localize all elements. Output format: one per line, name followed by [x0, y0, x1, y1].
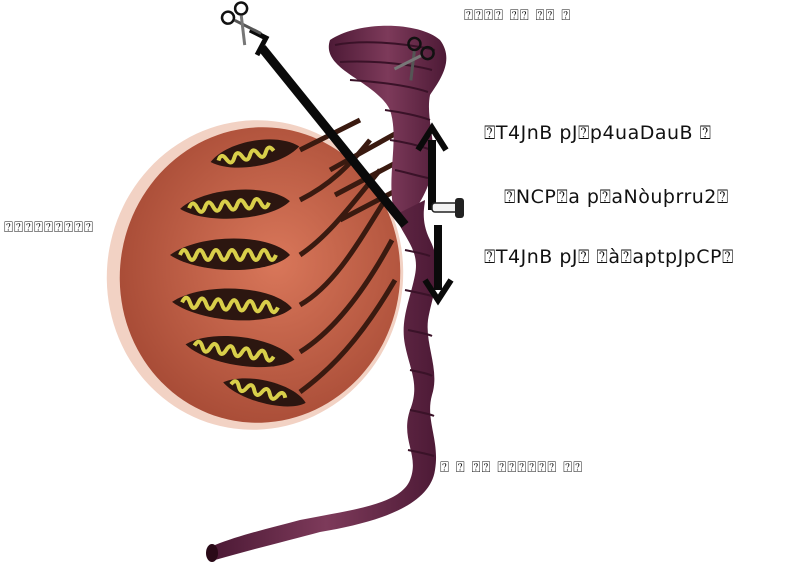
clamp-icon	[432, 198, 464, 218]
label-right-1: ⍰T4JnB pJ⍰p4uaDauB ⍰	[484, 124, 712, 143]
label-bottom-right: ⍰ ⍰ ⍰⍰ ⍰⍰⍰⍰⍰⍰ ⍰⍰	[440, 460, 583, 475]
label-right-3: ⍰T4JnB pJ⍰ ⍰à⍰aptpJpCP⍰	[484, 248, 734, 267]
label-top-right: ⍰⍰⍰⍰ ⍰⍰ ⍰⍰ ⍰	[464, 8, 571, 23]
label-right-2: ⍰NCP⍰a p⍰aNòuþrru2⍰	[504, 188, 729, 207]
scissors-icon-top-left	[220, 0, 265, 47]
label-left: ⍰⍰⍰⍰⍰⍰⍰⍰⍰	[4, 220, 94, 235]
